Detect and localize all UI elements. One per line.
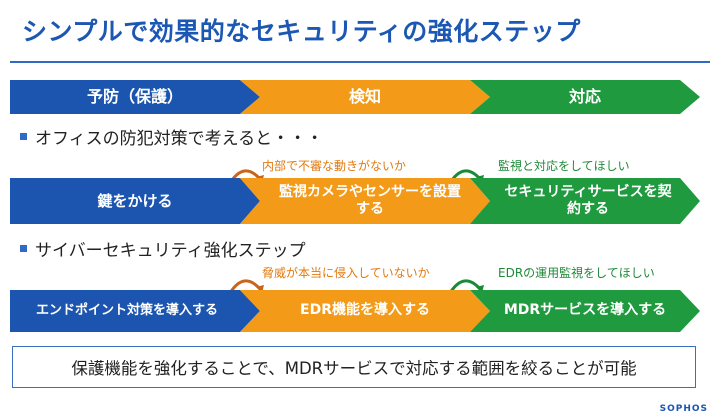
- summary-box: 保護機能を強化することで、MDRサービスで対応する範囲を絞ることが可能: [12, 346, 696, 388]
- page-title: シンプルで効果的なセキュリティの強化ステップ: [22, 17, 581, 46]
- cyber-step-endpoint: エンドポイント対策を導入する: [10, 290, 260, 332]
- title-divider: [10, 61, 710, 63]
- office-step-camera: 監視カメラやセンサーを設置する: [240, 178, 490, 224]
- cyber-note-respond: EDRの運用監視をしてほしい: [498, 266, 655, 280]
- bullet-office: オフィスの防犯対策で考えると・・・: [20, 124, 323, 149]
- office-step-security-service: セキュリティサービスを契約する: [470, 178, 700, 224]
- phase-detect: 検知: [240, 80, 490, 114]
- cyber-step-edr: EDR機能を導入する: [240, 290, 490, 332]
- office-note-detect: 内部で不審な動きがないか: [262, 159, 407, 173]
- sophos-logo: SOPHOS: [659, 404, 708, 414]
- phase-header-row: 予防（保護） 検知 対応: [10, 80, 700, 114]
- cyber-row: エンドポイント対策を導入する EDR機能を導入する MDRサービスを導入する: [10, 290, 700, 332]
- bullet-cyber: サイバーセキュリティ強化ステップ: [20, 236, 306, 261]
- phase-prevent: 予防（保護）: [10, 80, 260, 114]
- office-step-lock: 鍵をかける: [10, 178, 260, 224]
- cyber-step-mdr: MDRサービスを導入する: [470, 290, 700, 332]
- bullet-marker: [20, 133, 27, 140]
- bullet-marker: [20, 245, 27, 252]
- phase-respond: 対応: [470, 80, 700, 114]
- cyber-note-detect: 脅威が本当に侵入していないか: [262, 266, 430, 280]
- office-row: 鍵をかける 監視カメラやセンサーを設置する セキュリティサービスを契約する: [10, 178, 700, 224]
- office-note-respond: 監視と対応をしてほしい: [498, 159, 630, 173]
